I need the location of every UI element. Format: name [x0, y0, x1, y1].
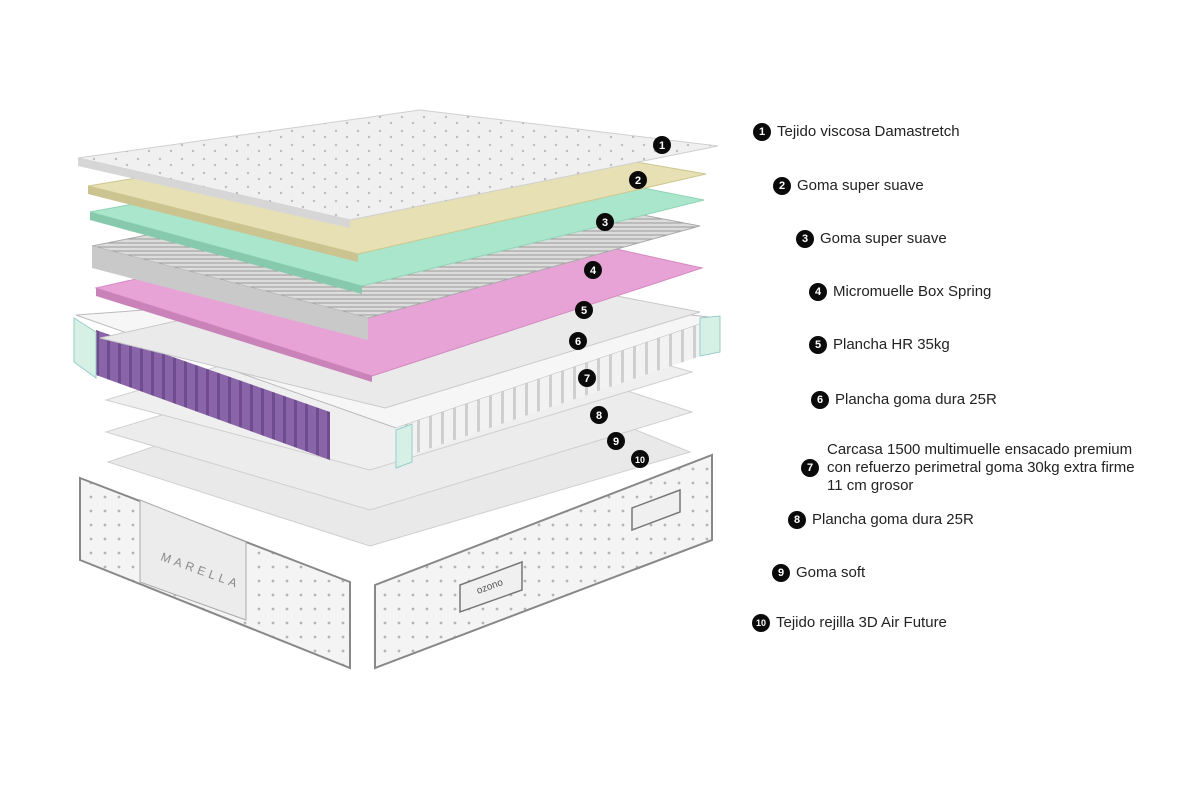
- legend-badge-5: 5: [809, 336, 827, 354]
- badge-4: 4: [590, 265, 597, 277]
- legend-item-6: 6 Plancha goma dura 25R: [811, 391, 997, 409]
- legend-label-7-line-2: con refuerzo perimetral goma 30kg extra …: [827, 459, 1135, 476]
- layer-1-cover: [77, 109, 719, 228]
- legend-item-5: 5 Plancha HR 35kg: [809, 336, 950, 354]
- badge-7: 7: [584, 373, 590, 385]
- legend-item-1: 1 Tejido viscosa Damastretch: [753, 123, 960, 141]
- legend-label-5: Plancha HR 35kg: [833, 336, 950, 353]
- legend-badge-6: 6: [811, 391, 829, 409]
- badge-1: 1: [659, 140, 665, 152]
- legend-badge-3: 3: [796, 230, 814, 248]
- legend-badge-8: 8: [788, 511, 806, 529]
- legend-label-8: Plancha goma dura 25R: [812, 511, 974, 528]
- legend-label-3: Goma super suave: [820, 230, 947, 247]
- legend-label-7-line-1: Carcasa 1500 multimuelle ensacado premiu…: [827, 441, 1133, 458]
- badge-10: 10: [635, 455, 645, 465]
- legend-item-7: 7 Carcasa 1500 multimuelle ensacado prem…: [801, 441, 1135, 495]
- badge-9: 9: [613, 436, 619, 448]
- legend-item-10: 10 Tejido rejilla 3D Air Future: [752, 614, 947, 632]
- legend-label-7-line-3: 11 cm grosor: [827, 477, 914, 494]
- legend-item-3: 3 Goma super suave: [796, 230, 947, 248]
- legend-label-2: Goma super suave: [797, 177, 924, 194]
- badge-6: 6: [575, 336, 581, 348]
- badge-5: 5: [581, 305, 587, 317]
- badge-2: 2: [635, 175, 641, 187]
- legend-badge-10: 10: [752, 614, 770, 632]
- legend-badge-4: 4: [809, 283, 827, 301]
- legend-label-1: Tejido viscosa Damastretch: [777, 123, 960, 140]
- legend-label-6: Plancha goma dura 25R: [835, 391, 997, 408]
- badge-8: 8: [596, 410, 602, 422]
- legend-item-4: 4 Micromuelle Box Spring: [809, 283, 991, 301]
- legend-item-8: 8 Plancha goma dura 25R: [788, 511, 974, 529]
- legend-item-9: 9 Goma soft: [772, 564, 865, 582]
- base-mattress: MARELLA ozono: [79, 453, 713, 670]
- legend-badge-9: 9: [772, 564, 790, 582]
- legend-label-4: Micromuelle Box Spring: [833, 283, 992, 300]
- legend-badge-2: 2: [773, 177, 791, 195]
- legend-label-9: Goma soft: [796, 564, 866, 581]
- legend-label-10: Tejido rejilla 3D Air Future: [776, 614, 947, 631]
- legend-item-2: 2 Goma super suave: [773, 177, 924, 195]
- badge-3: 3: [602, 217, 608, 229]
- legend-badge-1: 1: [753, 123, 771, 141]
- illustration-badges: 1 2 3 4 5 6 7 8 9 10: [569, 136, 671, 468]
- legend-badge-7: 7: [801, 459, 819, 477]
